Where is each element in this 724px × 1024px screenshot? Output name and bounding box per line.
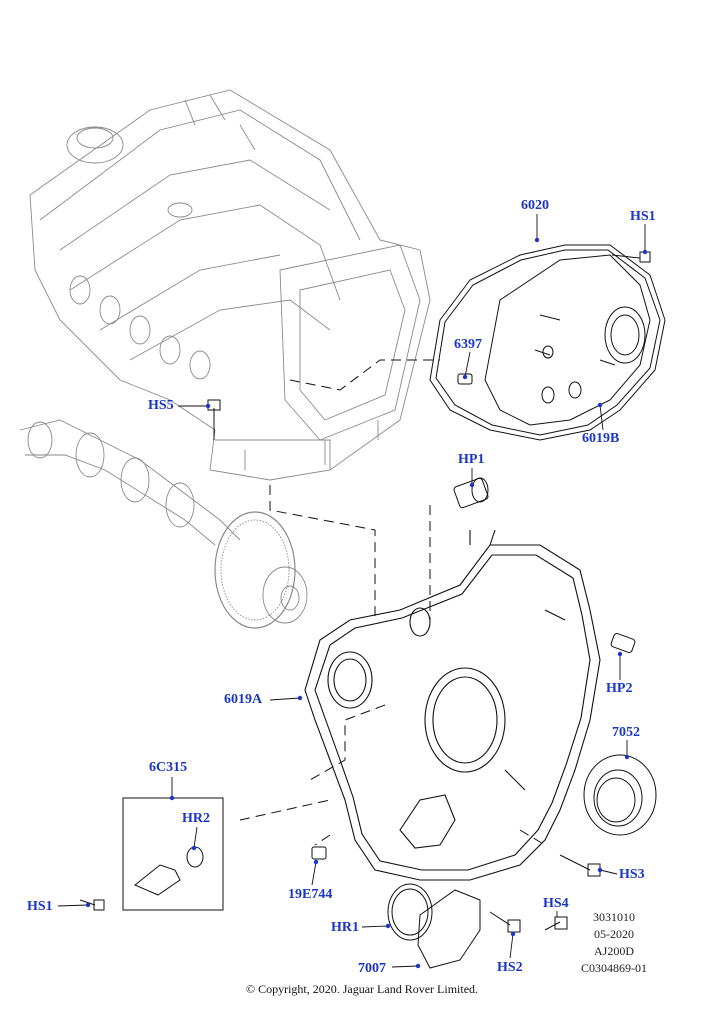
callout-hs1-top[interactable]: HS1 bbox=[630, 209, 656, 224]
callout-7052[interactable]: 7052 bbox=[612, 725, 640, 740]
copyright-notice: © Copyright, 2020. Jaguar Land Rover Lim… bbox=[245, 982, 479, 996]
callout-6019b[interactable]: 6019B bbox=[582, 431, 620, 446]
callout-hs5[interactable]: HS5 bbox=[148, 398, 174, 413]
callout-19e744[interactable]: 19E744 bbox=[288, 887, 333, 902]
reference-line-3: AJ200D bbox=[593, 944, 634, 958]
leader-dots bbox=[85, 237, 648, 969]
sensor-drawing bbox=[134, 846, 204, 896]
engine-block-drawing bbox=[29, 89, 431, 481]
reference-line-2: 05-2020 bbox=[594, 927, 634, 941]
reference-line-4: C0304869-01 bbox=[581, 961, 647, 975]
callout-hp2[interactable]: HP2 bbox=[606, 681, 633, 696]
cover-plate-drawing bbox=[387, 883, 481, 969]
callout-6c315[interactable]: 6C315 bbox=[149, 760, 188, 775]
callout-6019a[interactable]: 6019A bbox=[224, 692, 263, 707]
leader-lines bbox=[57, 214, 646, 968]
front-cover-drawing bbox=[304, 529, 601, 881]
callout-hs1-bottom[interactable]: HS1 bbox=[27, 899, 53, 914]
callout-7007[interactable]: 7007 bbox=[358, 961, 386, 976]
cover-gasket-drawing bbox=[429, 244, 666, 441]
seal-drawing bbox=[583, 754, 657, 836]
callout-hs2[interactable]: HS2 bbox=[497, 960, 523, 975]
callout-hp1[interactable]: HP1 bbox=[458, 452, 485, 467]
assembly-dashed-lines bbox=[239, 359, 546, 846]
callout-hr1[interactable]: HR1 bbox=[331, 920, 359, 935]
callout-hs4[interactable]: HS4 bbox=[543, 896, 569, 911]
crankshaft-drawing bbox=[19, 419, 308, 629]
callout-hs3[interactable]: HS3 bbox=[619, 867, 645, 882]
small-parts-drawing bbox=[79, 251, 651, 933]
callout-hr2[interactable]: HR2 bbox=[182, 811, 210, 826]
callout-6020[interactable]: 6020 bbox=[521, 198, 549, 213]
callout-6397[interactable]: 6397 bbox=[454, 337, 482, 352]
reference-line-1: 3031010 bbox=[593, 910, 635, 924]
